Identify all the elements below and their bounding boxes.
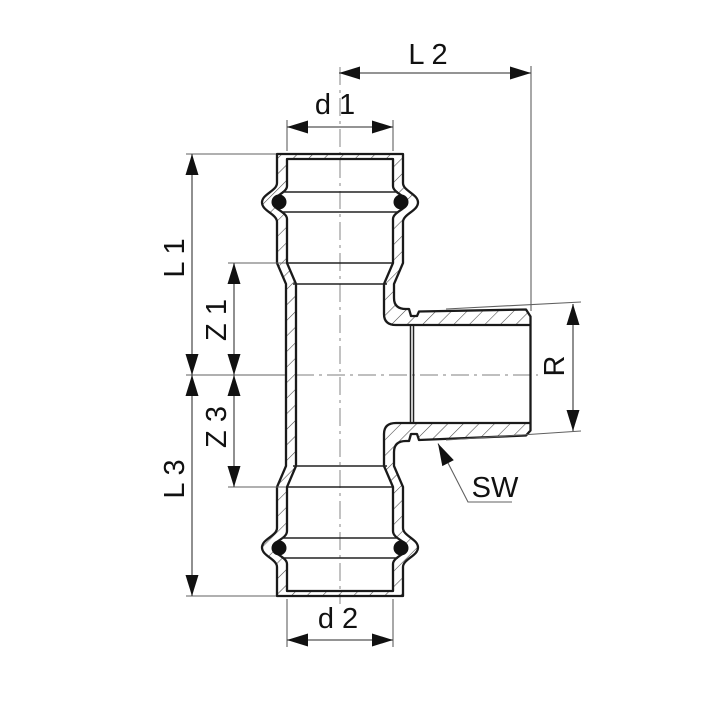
dimension-label-l1: L 1	[159, 238, 191, 277]
fitting-section	[260, 152, 532, 598]
dimension-label-r: R	[539, 356, 571, 377]
dimension-label-z1: Z 1	[201, 299, 233, 341]
extension-lines	[186, 66, 582, 647]
interior-feature-lines	[282, 191, 415, 559]
dimension-label-l3: L 3	[159, 459, 191, 498]
sw-leader-arrow	[438, 443, 454, 467]
dimension-labels: L 2 d 1 L 1 Z 1 Z 3 L 3 R d 2 SW	[159, 39, 571, 635]
oring-top-left	[271, 194, 287, 210]
oring-bottom-right	[393, 540, 409, 556]
arrowheads	[185, 66, 580, 647]
dimension-label-sw: SW	[472, 472, 519, 504]
dimension-label-l2: L 2	[408, 39, 447, 71]
dimension-label-d2: d 2	[318, 603, 358, 635]
oring-top-right	[393, 194, 409, 210]
dimension-label-d1: d 1	[315, 89, 355, 121]
dimension-label-z3: Z 3	[201, 406, 233, 448]
center-lines	[296, 67, 538, 604]
oring-bottom-left	[271, 540, 287, 556]
